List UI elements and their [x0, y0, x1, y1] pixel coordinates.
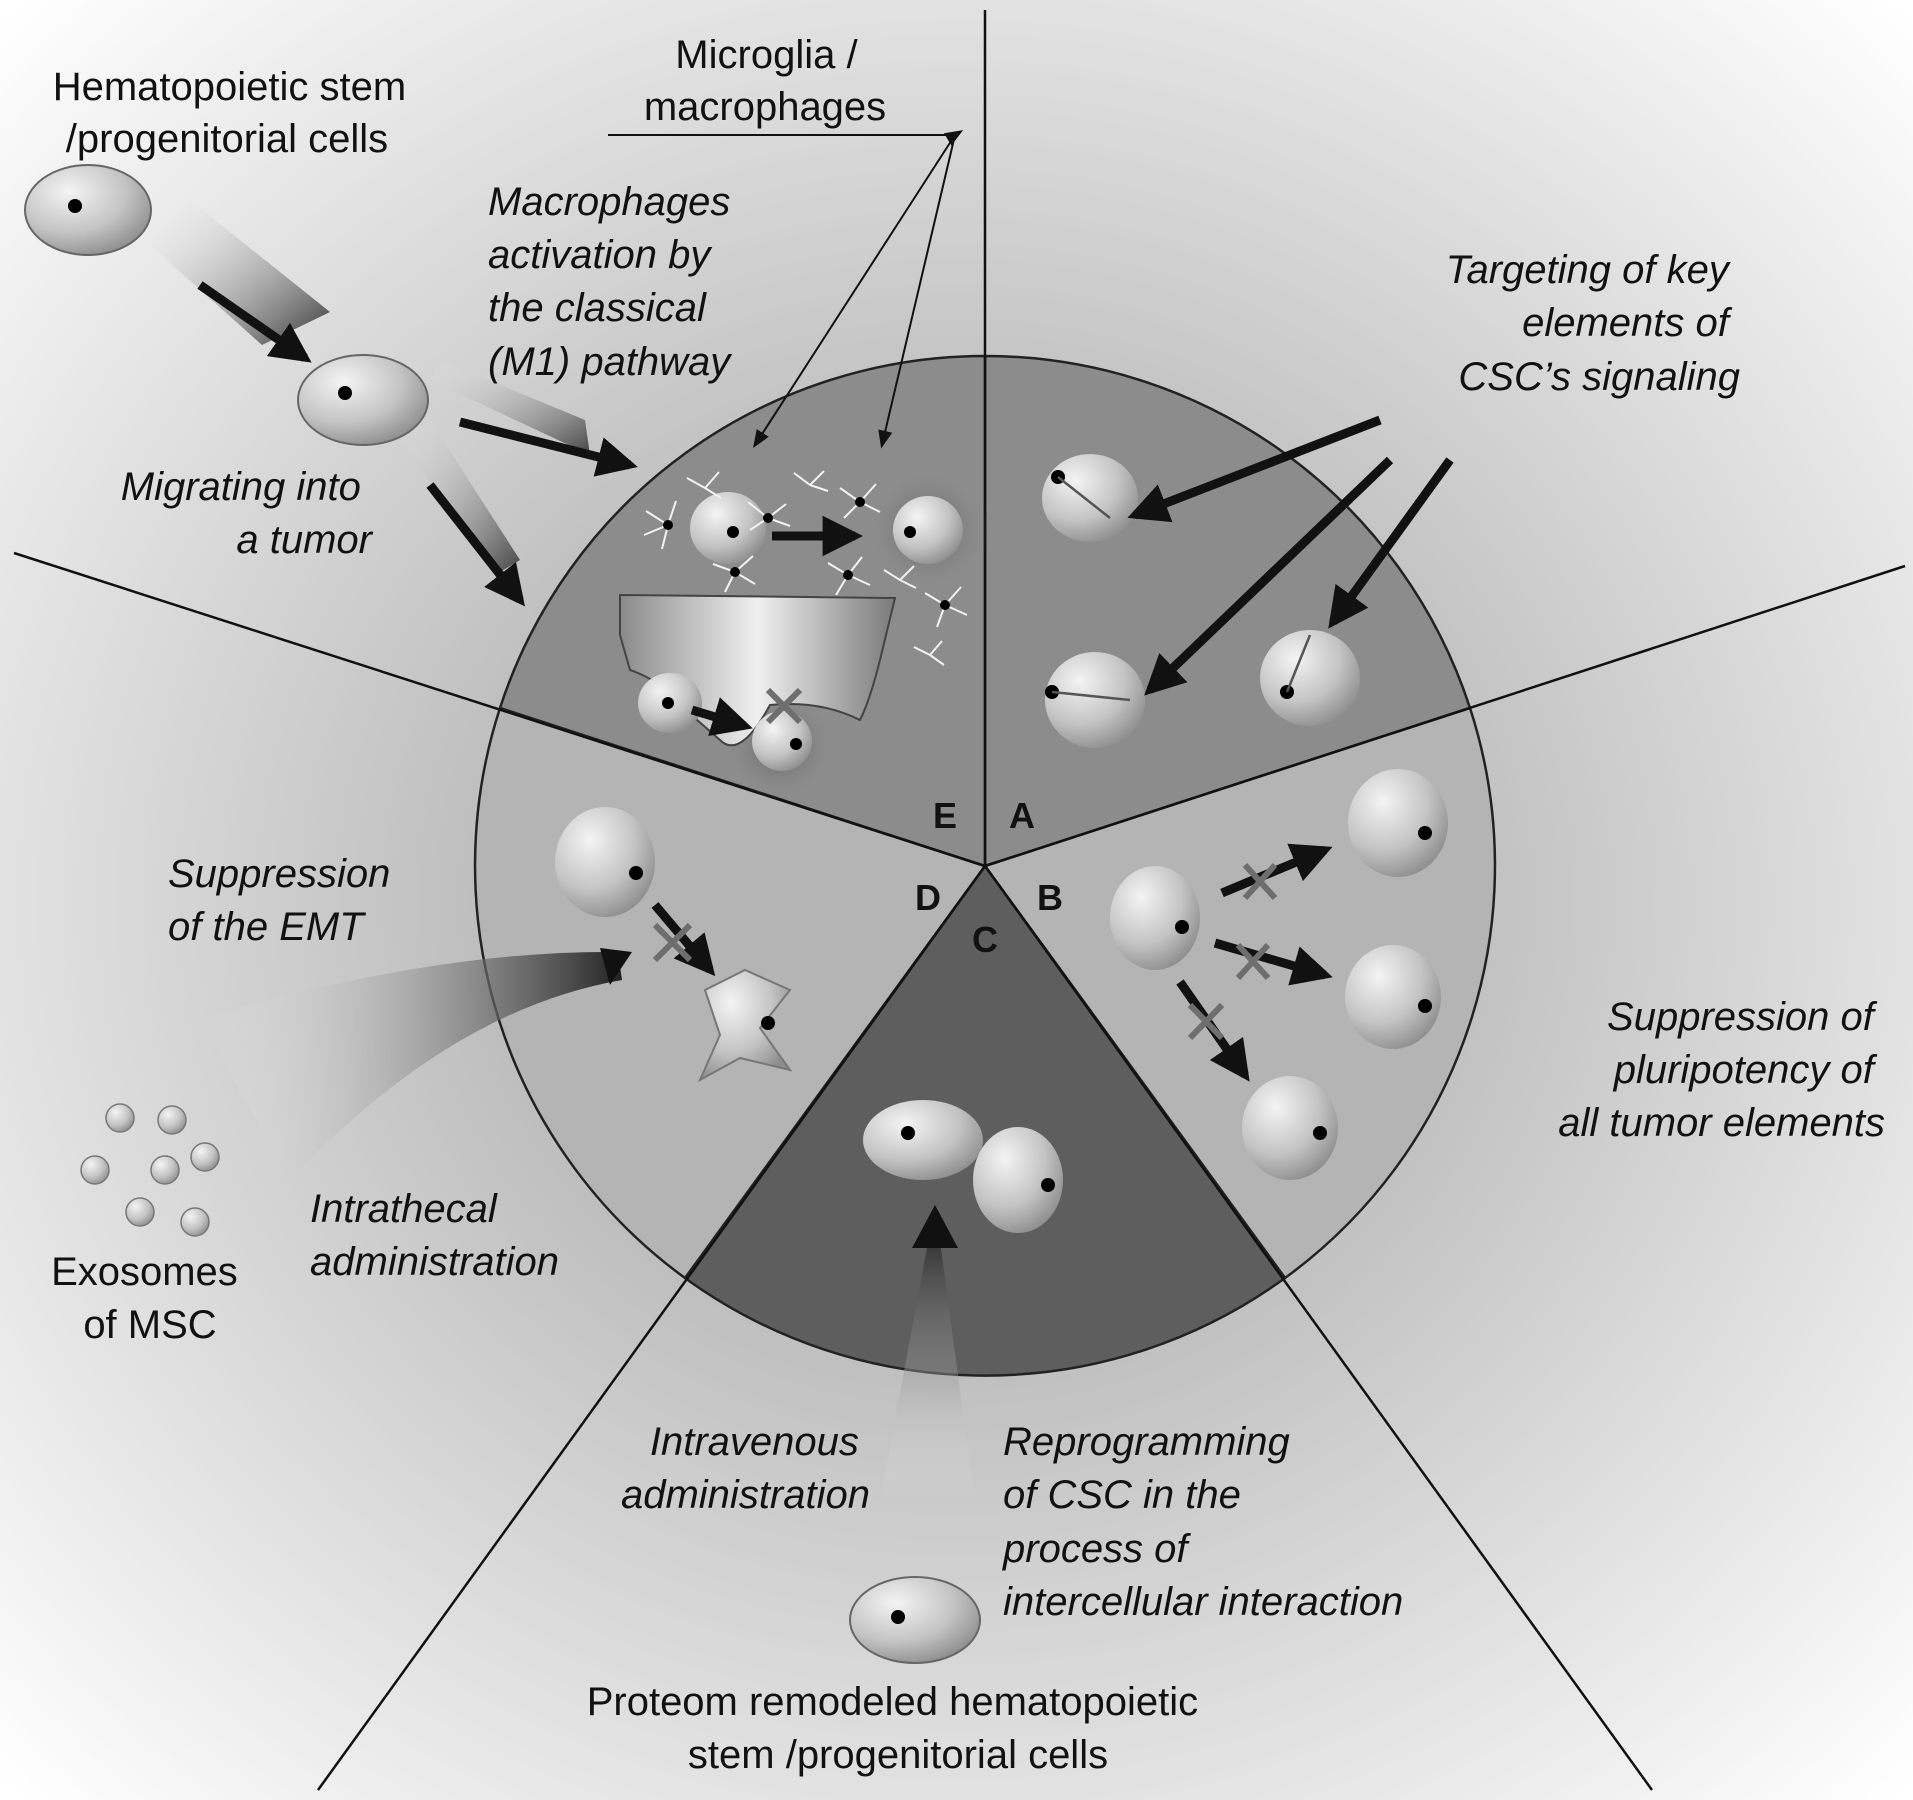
- cell-a1: [1042, 454, 1138, 542]
- arrow-into-tumor-2: [426, 482, 525, 607]
- arrow-pluri-1: [1220, 843, 1333, 898]
- label-macrophages-activation: Macrophages activation by the classical …: [488, 180, 742, 384]
- sector-label-a: A: [1009, 795, 1035, 836]
- divider-lines: [13, 10, 1906, 1791]
- label-exosomes: Exosomes of MSC: [51, 1250, 249, 1347]
- proteom-cell: [849, 1576, 981, 1664]
- exosomes: [80, 1103, 220, 1237]
- arrow-emt: [651, 902, 716, 977]
- label-targeting: Targeting of key elements of CSC’s signa…: [1446, 248, 1740, 399]
- arrow-hsc-migrate: [197, 281, 312, 363]
- label-reprogramming: Reprogramming of CSC in the process of i…: [1002, 1420, 1403, 1624]
- sector-e-contents: [619, 470, 988, 800]
- label-suppression-emt: Suppression of the EMT: [168, 852, 402, 949]
- arrow-target-3: [1328, 457, 1454, 629]
- arrows: [197, 281, 1454, 1082]
- arrow-vessel: [690, 697, 753, 737]
- signal-lines: [1051, 476, 1312, 702]
- label-migrating: Migrating into a tumor: [121, 465, 374, 562]
- cell-b1: [1348, 769, 1448, 877]
- cell-c1: [863, 1100, 983, 1180]
- hematopoietic-cell-2: [297, 354, 429, 446]
- cell-b3: [1242, 1076, 1338, 1180]
- arrow-target-1: [1127, 415, 1382, 523]
- cells: [24, 164, 1448, 1664]
- label-suppression-pluripotency: Suppression of pluripotency of all tumor…: [1558, 995, 1885, 1145]
- sector-label-d: D: [915, 877, 941, 918]
- sector-c: [683, 863, 1287, 1377]
- cell-d-emt: [697, 968, 793, 1083]
- big-arrow-heads: [600, 948, 958, 1248]
- sector-label-b: B: [1037, 877, 1063, 918]
- cell-a2: [1045, 652, 1145, 748]
- cell-c2: [973, 1127, 1063, 1233]
- label-hematopoietic: Hematopoietic stem /progenitorial cells: [53, 65, 418, 161]
- sector-label-c: C: [972, 919, 998, 960]
- microglia-pointers: [753, 130, 964, 449]
- block-marks: [652, 687, 1278, 1041]
- hematopoietic-cell-1: [24, 164, 152, 256]
- arrow-into-tumor-1: [458, 417, 638, 477]
- cell-d: [555, 807, 655, 917]
- cell-a3: [1260, 630, 1360, 726]
- cell-b-source: [1110, 866, 1200, 970]
- cell-b2: [1345, 945, 1441, 1049]
- microglia-cells: [643, 470, 968, 666]
- label-proteom: Proteom remodeled hematopoietic stem /pr…: [587, 1680, 1210, 1777]
- administration-streams: [150, 200, 975, 1500]
- arrow-pluri-2: [1213, 938, 1333, 986]
- arrow-target-2: [1144, 456, 1394, 696]
- label-microglia: Microglia / macrophages: [644, 33, 886, 129]
- label-intravenous: Intravenous administration: [621, 1420, 870, 1517]
- label-intrathecal: Intrathecal administration: [310, 1187, 559, 1284]
- sector-label-e: E: [933, 795, 957, 836]
